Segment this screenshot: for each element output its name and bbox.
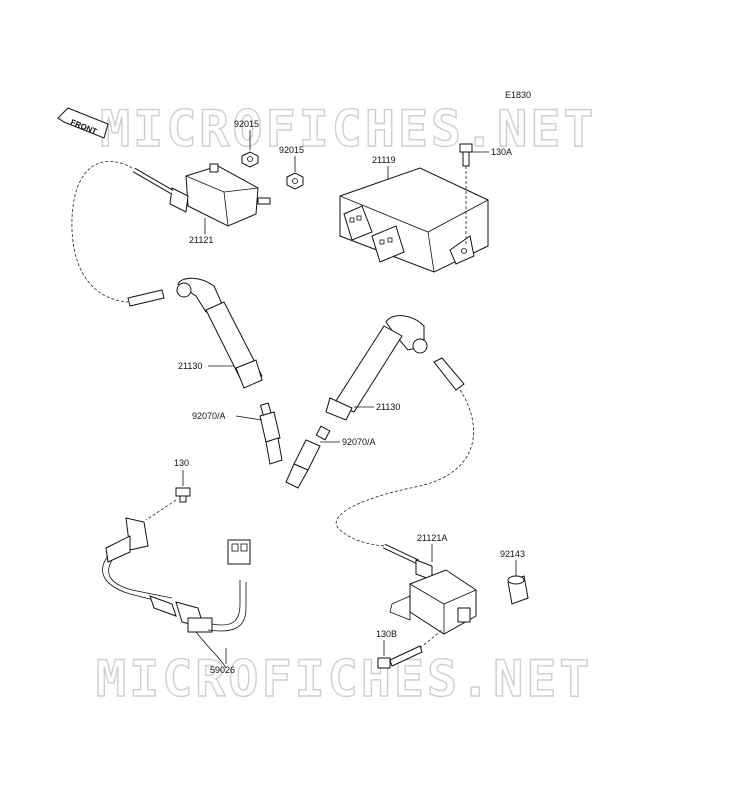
label-21130-front: 21130 — [178, 361, 202, 371]
plug-cap-rear — [325, 315, 428, 421]
ignition-coil-rear — [382, 543, 477, 635]
label-130b: 130B — [376, 629, 397, 639]
collar-92143 — [507, 575, 529, 605]
label-21121a: 21121A — [417, 533, 447, 543]
lead-segment-rear — [433, 357, 465, 391]
label-92015-a: 92015 — [234, 119, 259, 129]
diagram-code: E1830 — [505, 90, 531, 100]
spark-plug-front — [259, 402, 283, 465]
igniter-ecu — [339, 167, 489, 273]
lead-segment-front — [127, 289, 165, 307]
nut-92015-b — [286, 172, 304, 190]
label-92070a-rear: 92070/A — [342, 437, 376, 447]
spark-plug-rear — [285, 425, 331, 489]
plug-cap-front — [176, 277, 263, 389]
label-59026: 59026 — [210, 665, 235, 675]
label-92143: 92143 — [500, 549, 525, 559]
label-130a: 130A — [491, 147, 512, 157]
watermark-bottom: MICROFICHES.NET — [96, 650, 593, 708]
label-21130-rear: 21130 — [376, 402, 400, 412]
label-21121: 21121 — [189, 235, 213, 245]
bolt-130b — [377, 645, 423, 669]
label-21119: 21119 — [372, 155, 396, 165]
label-92015-b: 92015 — [279, 145, 304, 155]
watermark-top: MICROFICHES.NET — [100, 100, 597, 158]
label-92070a-front: 92070/A — [192, 411, 226, 421]
ignition-coil-front — [132, 163, 271, 227]
bolt-130 — [175, 487, 191, 503]
nut-92015-a — [241, 151, 259, 168]
label-130: 130 — [174, 458, 189, 468]
wiring-harness — [102, 517, 251, 669]
